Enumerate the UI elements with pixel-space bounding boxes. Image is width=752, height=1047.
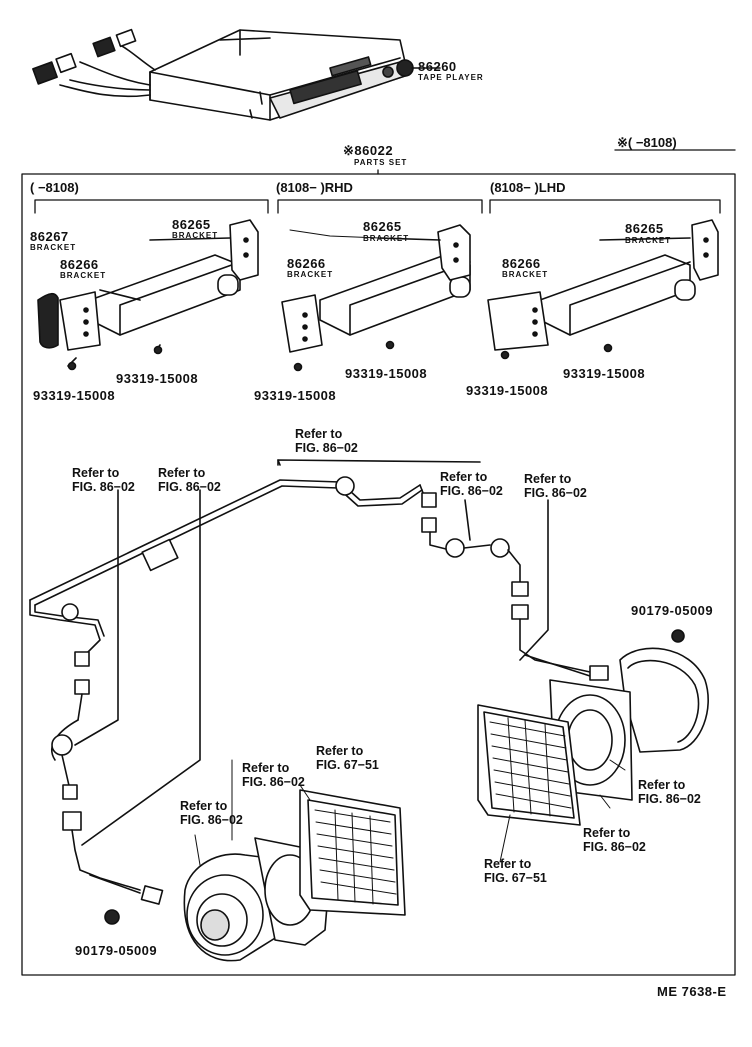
ref-callout-5-line1: Refer to — [524, 472, 572, 486]
bracket-set-2 — [281, 224, 471, 372]
parts-set-frame — [21, 149, 736, 976]
ref-callout-10-line1: Refer to — [583, 826, 631, 840]
ref-callout-8-line1: Refer to — [180, 799, 228, 813]
part-86267-number: 86267 — [30, 229, 69, 244]
bracket-set-1 — [37, 219, 259, 371]
top-right-note: ※( −8108) — [617, 135, 677, 150]
right-speaker-drawing — [477, 629, 709, 826]
leader-lines — [194, 229, 626, 866]
ref-callout-9: Refer to FIG. 86−02 — [638, 778, 701, 806]
section-header-2: (8108− )RHD — [276, 180, 353, 195]
ref-callout-6: Refer to FIG. 86−02 — [242, 761, 305, 789]
ref-callout-8-line2: FIG. 86−02 — [180, 813, 243, 827]
section-header-3: (8108− )LHD — [490, 180, 566, 195]
ref-callout-7-line2: FIG. 67−51 — [316, 758, 379, 772]
ref-callout-5: Refer to FIG. 86−02 — [524, 472, 587, 500]
part-86265-b-label: BRACKET — [363, 234, 410, 243]
clip-left-number: 90179-05009 — [75, 943, 158, 958]
part-86265-a-label: BRACKET — [172, 231, 219, 240]
diagram-code: ME 7638-E — [657, 984, 727, 999]
screw-c2-number: 93319-15008 — [563, 366, 646, 381]
ref-callout-2: Refer to FIG. 86−02 — [72, 466, 135, 494]
ref-callout-9-line1: Refer to — [638, 778, 686, 792]
screw-c1-number: 93319-15008 — [466, 383, 549, 398]
part-86265-c-number: 86265 — [625, 221, 664, 236]
ref-callout-7: Refer to FIG. 67−51 — [316, 744, 379, 772]
ref-callout-11-line2: FIG. 67−51 — [484, 871, 547, 885]
ref-callout-1-line2: FIG. 86−02 — [295, 441, 358, 455]
part-86266-a-label: BRACKET — [60, 271, 107, 280]
ref-callout-11-line1: Refer to — [484, 857, 532, 871]
wiring-harness — [29, 459, 609, 905]
part-86266-a-number: 86266 — [60, 257, 99, 272]
ref-callout-4-line1: Refer to — [440, 470, 488, 484]
tape-player-number: 86260 — [418, 59, 457, 74]
ref-callout-6-line1: Refer to — [242, 761, 290, 775]
part-86266-b-label: BRACKET — [287, 270, 334, 279]
ref-callout-10: Refer to FIG. 86−02 — [583, 826, 646, 854]
ref-callout-3-line2: FIG. 86−02 — [158, 480, 221, 494]
screw-a1-number: 93319-15008 — [33, 388, 116, 403]
part-86267-label: BRACKET — [30, 243, 77, 252]
ref-callout-1: Refer to FIG. 86−02 — [295, 427, 358, 455]
ref-callout-4: Refer to FIG. 86−02 — [440, 470, 503, 498]
ref-callout-7-line1: Refer to — [316, 744, 364, 758]
ref-callout-5-line2: FIG. 86−02 — [524, 486, 587, 500]
part-86265-b-number: 86265 — [363, 219, 402, 234]
part-86266-c-label: BRACKET — [502, 270, 549, 279]
ref-callout-2-line2: FIG. 86−02 — [72, 480, 135, 494]
screw-b2-number: 93319-15008 — [345, 366, 428, 381]
ref-callout-1-line1: Refer to — [295, 427, 343, 441]
ref-callout-3: Refer to FIG. 86−02 — [158, 466, 221, 494]
section-header-1: ( −8108) — [30, 180, 79, 195]
ref-callout-11: Refer to FIG. 67−51 — [484, 857, 547, 885]
tape-player-label: TAPE PLAYER — [418, 73, 484, 82]
ref-callout-9-line2: FIG. 86−02 — [638, 792, 701, 806]
screw-a2-number: 93319-15008 — [116, 371, 199, 386]
ref-callout-2-line1: Refer to — [72, 466, 120, 480]
parts-set-label: PARTS SET — [354, 158, 408, 167]
part-86265-c-label: BRACKET — [625, 236, 672, 245]
screw-b1-number: 93319-15008 — [254, 388, 337, 403]
ref-callout-6-line2: FIG. 86−02 — [242, 775, 305, 789]
part-86265-a-number: 86265 — [172, 217, 211, 232]
tape-player-drawing — [32, 28, 441, 121]
ref-callout-3-line1: Refer to — [158, 466, 206, 480]
left-speaker-drawing — [104, 789, 406, 962]
ref-callout-4-line2: FIG. 86−02 — [440, 484, 503, 498]
ref-callout-8: Refer to FIG. 86−02 — [180, 799, 243, 827]
parts-set-number: ※86022 — [343, 143, 394, 158]
part-86266-c-number: 86266 — [502, 256, 541, 271]
bracket-set-3 — [487, 219, 719, 360]
part-86266-b-number: 86266 — [287, 256, 326, 271]
ref-callout-10-line2: FIG. 86−02 — [583, 840, 646, 854]
clip-right-number: 90179-05009 — [631, 603, 714, 618]
